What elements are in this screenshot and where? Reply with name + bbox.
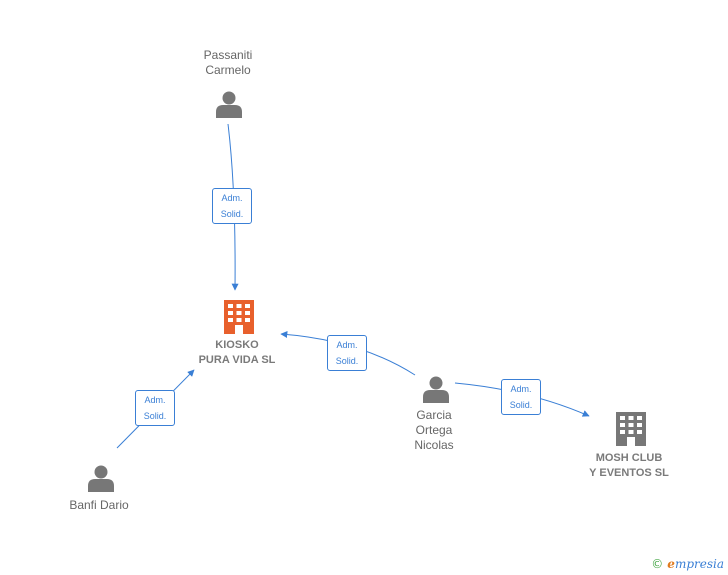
node-name-line: PURA VIDA SL bbox=[198, 354, 276, 366]
edge-label-line: Solid. bbox=[335, 356, 359, 366]
edge-label-line: Solid. bbox=[143, 411, 167, 421]
node-name-line: Y EVENTOS SL bbox=[589, 467, 669, 479]
edge-label-passaniti-kiosko: Adm. Solid. bbox=[212, 188, 252, 224]
node-name-line: Passaniti bbox=[203, 48, 253, 62]
node-name-line: Ortega bbox=[415, 423, 453, 437]
node-name-line: Banfi Dario bbox=[69, 498, 129, 512]
person-icon[interactable] bbox=[216, 91, 242, 119]
empresia-logo: ©empresia bbox=[651, 557, 724, 571]
edge-label-line: Adm. bbox=[221, 193, 243, 203]
node-label-mosh[interactable]: MOSH CLUB Y EVENTOS SL bbox=[589, 451, 669, 481]
edge-label-line: Solid. bbox=[509, 400, 533, 410]
edge-label-garcia-kiosko: Adm. Solid. bbox=[327, 335, 367, 371]
brand-initial: e bbox=[667, 557, 675, 571]
edge-label-line: Adm. bbox=[144, 395, 166, 405]
brand-name: mpresia bbox=[674, 557, 724, 571]
node-name-line: Nicolas bbox=[414, 438, 454, 452]
node-name-line: MOSH CLUB bbox=[595, 452, 663, 464]
building-icon[interactable] bbox=[616, 412, 646, 446]
node-name-line: Carmelo bbox=[205, 63, 251, 77]
node-label-banfi[interactable]: Banfi Dario bbox=[69, 498, 128, 513]
person-icon[interactable] bbox=[423, 376, 449, 404]
node-name-line: KIOSKO bbox=[215, 339, 259, 351]
building-icon[interactable] bbox=[224, 300, 254, 334]
edge-label-banfi-kiosko: Adm. Solid. bbox=[135, 390, 175, 426]
edge-label-garcia-mosh: Adm. Solid. bbox=[501, 379, 541, 415]
edge-label-line: Adm. bbox=[510, 384, 532, 394]
node-label-passaniti[interactable]: Passaniti Carmelo bbox=[204, 48, 253, 78]
edge-label-line: Solid. bbox=[220, 209, 244, 219]
person-icon[interactable] bbox=[88, 465, 114, 493]
node-label-garcia[interactable]: Garcia Ortega Nicolas bbox=[414, 408, 453, 453]
edge-label-line: Adm. bbox=[336, 340, 358, 350]
node-label-kiosko[interactable]: KIOSKO PURA VIDA SL bbox=[199, 338, 276, 368]
node-name-line: Garcia bbox=[416, 408, 452, 422]
copyright-icon: © bbox=[651, 557, 664, 571]
